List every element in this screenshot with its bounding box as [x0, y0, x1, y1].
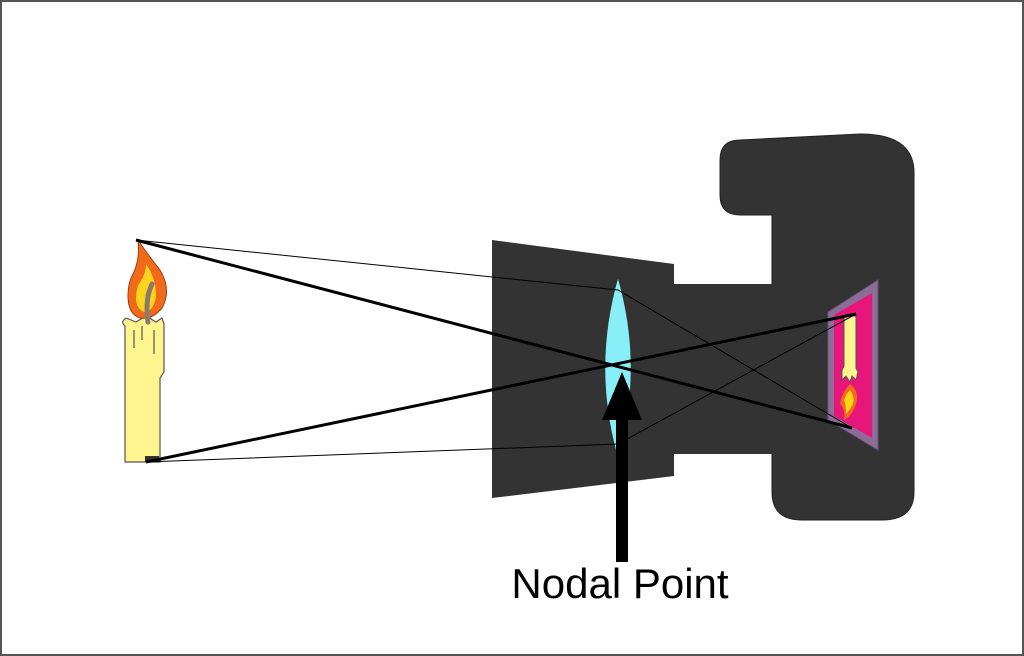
candle-wick	[144, 281, 155, 325]
image-flame-core	[844, 390, 854, 414]
candle-base	[145, 456, 159, 462]
image-wax	[841, 315, 859, 384]
up-arrow-icon	[602, 372, 642, 562]
arrow-shaft	[616, 410, 628, 562]
candle-wax	[122, 315, 165, 463]
ray-top-marginal	[135, 239, 853, 429]
candle-flame-inner	[136, 264, 156, 312]
inverted-candle-icon	[840, 315, 859, 420]
camera-mount	[660, 284, 790, 454]
candle-icon	[122, 239, 167, 463]
lens-barrel	[492, 240, 674, 498]
ray-top-chief	[135, 238, 853, 430]
candle-drips	[133, 326, 155, 354]
nodal-point-label: Nodal Point	[511, 560, 729, 607]
arrow-head	[602, 372, 642, 420]
ray-bottom-chief	[145, 312, 857, 464]
